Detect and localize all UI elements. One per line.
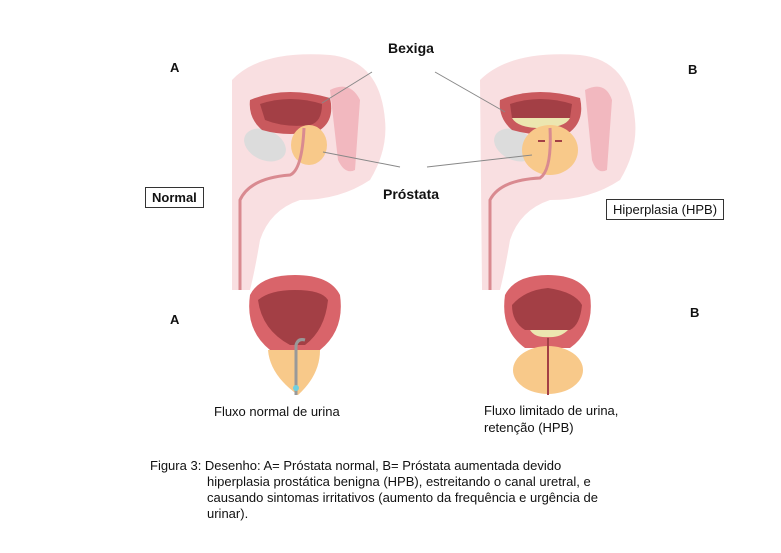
section-letter-a-top: A	[170, 60, 180, 75]
caption-prefix: Figura 3:	[150, 458, 205, 473]
figure-caption: Figura 3: Desenho: A= Próstata normal, B…	[150, 458, 598, 522]
caption-line-3: causando sintomas irritativos (aumento d…	[207, 490, 598, 505]
pubic-bone	[244, 128, 286, 162]
caption-line-1: Desenho: A= Próstata normal, B= Próstata…	[204, 458, 562, 473]
caption-line-2: hiperplasia prostática benigna (HPB), es…	[207, 474, 591, 489]
caption-line-4: urinar).	[207, 506, 249, 521]
limited-flow-label-line2: retenção (HPB)	[484, 420, 574, 435]
hyperplasia-label-box: Hiperplasia (HPB)	[606, 199, 725, 220]
normal-flow-label: Fluxo normal de urina	[214, 404, 340, 419]
prostate-label: Próstata	[383, 186, 440, 202]
bladder-label: Bexiga	[388, 40, 434, 56]
normal-anatomy-section	[232, 54, 401, 291]
normal-prostate	[268, 350, 320, 395]
normal-bladder-cross-section	[249, 275, 341, 395]
prostate	[291, 125, 327, 165]
normal-label-box: Normal	[145, 187, 204, 208]
hyperplasia-anatomy-section	[426, 54, 636, 291]
section-letter-b-bottom: B	[690, 305, 700, 320]
section-letter-b-top: B	[688, 62, 698, 77]
section-letter-a-bottom: A	[170, 312, 180, 327]
hpb-bladder-cross-section	[504, 275, 591, 395]
limited-flow-label-line1: Fluxo limitado de urina,	[484, 403, 619, 418]
